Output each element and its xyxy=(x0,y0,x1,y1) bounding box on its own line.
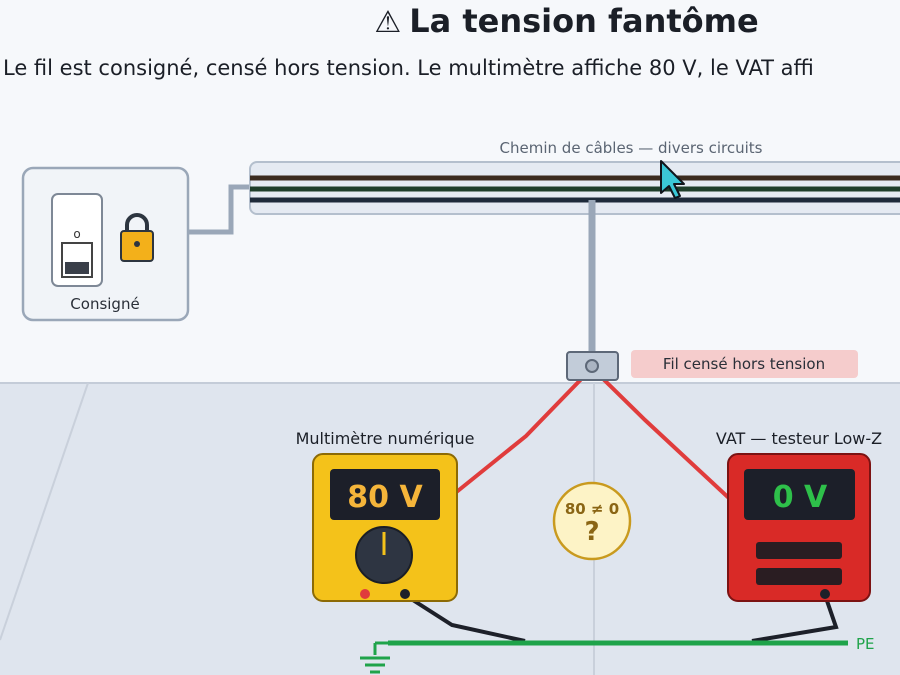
ground-symbol-icon xyxy=(360,641,390,674)
lockout-panel: o Consigné xyxy=(21,166,190,322)
cursor-arrow-icon xyxy=(660,160,685,199)
vat-ground-lead xyxy=(751,594,839,643)
vat-title: VAT — testeur Low-Z xyxy=(716,429,882,448)
multimeter-lead xyxy=(452,366,594,496)
page-subtitle: Le fil est consigné, censé hors tension.… xyxy=(3,56,814,80)
red-jack xyxy=(360,589,370,599)
floor-line-left xyxy=(0,382,89,641)
switch-position-label: o xyxy=(73,227,80,241)
panel-cable xyxy=(188,184,256,235)
vat-button-1[interactable] xyxy=(756,542,842,559)
page-title-text: La tension fantôme xyxy=(409,2,759,40)
vat-reading: 0 V xyxy=(773,480,828,515)
comparison-text: 80 ≠ 0 xyxy=(565,500,619,518)
comparison-bubble: 80 ≠ 0 ? xyxy=(552,481,632,561)
pe-label: PE xyxy=(856,635,875,653)
junction-box xyxy=(566,351,619,381)
black-jack xyxy=(400,589,410,599)
cable-tray: Chemin de câbles — divers circuits xyxy=(249,139,900,215)
vat-lead xyxy=(590,366,733,502)
multimeter-display xyxy=(330,469,440,520)
vat-jack xyxy=(820,589,830,599)
page-title: ⚠La tension fantôme xyxy=(0,2,900,40)
multimeter: 80 V xyxy=(312,453,458,602)
multimeter-reading: 80 V xyxy=(347,480,423,515)
warning-icon: ⚠ xyxy=(374,5,402,40)
multimeter-title: Multimètre numérique xyxy=(296,429,475,448)
lockout-label: Consigné xyxy=(70,295,139,313)
wire-tag-label: Fil censé hors tension xyxy=(663,355,825,373)
wire-tag: Fil censé hors tension xyxy=(631,350,858,378)
vat-tester: 0 V xyxy=(727,453,871,602)
vat-button-2[interactable] xyxy=(756,568,842,585)
question-mark: ? xyxy=(584,517,599,547)
cable-tray-label: Chemin de câbles — divers circuits xyxy=(500,139,763,157)
vat-display xyxy=(744,469,855,520)
padlock-icon xyxy=(120,213,154,262)
multimeter-ground-lead xyxy=(403,593,526,643)
